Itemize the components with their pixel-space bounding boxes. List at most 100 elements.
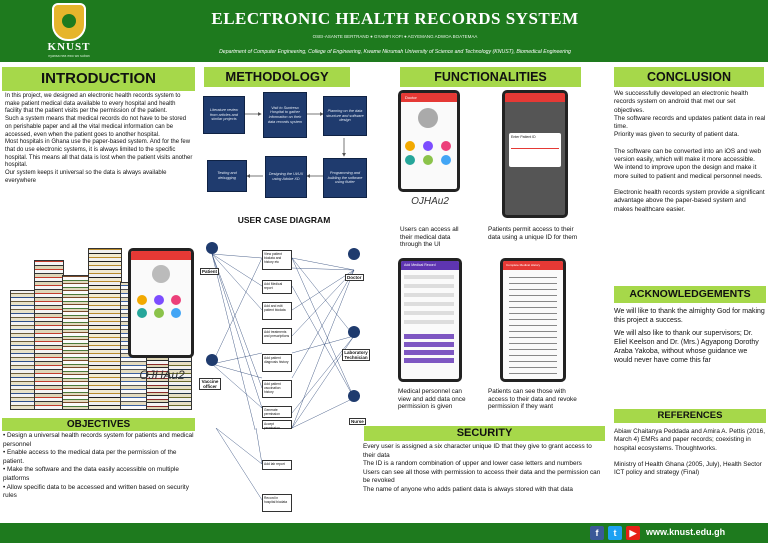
profile-icon[interactable] xyxy=(405,141,415,151)
knust-logo: KNUST nyansa nea ewo wo suban xyxy=(40,3,98,59)
methodology-heading: METHODOLOGY xyxy=(204,67,350,87)
history-icon xyxy=(154,295,164,305)
record-list xyxy=(509,277,557,379)
app-bar: Doctor xyxy=(401,93,457,102)
security-item: Users can see all those with permission … xyxy=(363,468,601,485)
objective-item: • Allow specific data to be accessed and… xyxy=(3,483,189,500)
website-link[interactable]: www.knust.edu.gh xyxy=(646,527,726,537)
record-title: Complete Medical History xyxy=(506,263,541,267)
form-field[interactable] xyxy=(404,311,454,315)
logo-text: KNUST xyxy=(47,41,91,53)
use-case-links-lower xyxy=(215,428,263,501)
avatar xyxy=(152,265,170,283)
phone-mockup-home xyxy=(128,248,194,358)
objective-item: • Make the software and the data easily … xyxy=(3,466,179,482)
form-field[interactable] xyxy=(404,320,454,324)
actor-vaccine-officer: Vaccine officer xyxy=(199,378,221,390)
actor-icon xyxy=(348,248,360,260)
references-heading: REFERENCES xyxy=(614,409,766,423)
flow-arrows xyxy=(245,112,346,178)
form-field[interactable] xyxy=(404,293,454,297)
flow-step: Testing and debugging xyxy=(207,160,247,192)
form-field[interactable] xyxy=(404,275,454,279)
paper-stack xyxy=(88,248,122,410)
form-button[interactable] xyxy=(404,350,454,355)
flow-step: Programming and building the software us… xyxy=(323,158,367,198)
form-button[interactable] xyxy=(404,334,454,339)
actor-nurse: Nurse xyxy=(349,418,366,425)
intro-paragraph: Most hospitals in Ghana use the paper-ba… xyxy=(5,139,193,169)
app-bar: Complete Medical History xyxy=(503,261,563,270)
actor-icon xyxy=(206,242,218,254)
history-icon[interactable] xyxy=(423,141,433,151)
phone-screen: Doctor xyxy=(401,93,457,189)
logo-motto: nyansa nea ewo wo suban xyxy=(48,54,90,58)
patient-id-field[interactable] xyxy=(511,143,559,149)
form-field[interactable] xyxy=(404,302,454,306)
form-button[interactable] xyxy=(404,358,454,363)
poster-title: ELECTRONIC HEALTH RECORDS SYSTEM xyxy=(211,9,579,28)
conclusion-paragraph: The software can be converted into an iO… xyxy=(614,147,762,164)
use-case-box: Add and edit patient biodata xyxy=(262,302,292,320)
treatments-icon xyxy=(154,308,164,318)
conclusion-paragraph: We intend to improve upon the design and… xyxy=(614,164,763,180)
paper-stack xyxy=(10,290,36,410)
phone-mockup-dashboard: Doctor xyxy=(398,90,460,192)
functionality-caption: Patients permit access to their data usi… xyxy=(488,226,578,241)
dialog-title: Enter Patient ID xyxy=(511,135,536,139)
use-case-box: Add Medical report xyxy=(262,280,292,294)
phone-mockup-permission: Enter Patient ID xyxy=(502,90,568,218)
use-case-links xyxy=(211,253,355,430)
objective-item: • Enable access to the medical data per … xyxy=(3,449,177,465)
introduction-heading: INTRODUCTION xyxy=(2,67,195,91)
security-heading: SECURITY xyxy=(364,426,605,441)
conclusion-text: We successfully developed an electronic … xyxy=(614,90,766,214)
security-item: The name of anyone who adds patient data… xyxy=(363,485,573,493)
facebook-icon[interactable]: f xyxy=(590,526,604,540)
use-case-box: Add patient diagnosis history xyxy=(262,354,292,372)
patient-id-display: OJHAu2 xyxy=(139,368,185,382)
twitter-icon[interactable]: t xyxy=(608,526,622,540)
paper-stack xyxy=(62,275,90,410)
vaccination-icon xyxy=(137,308,147,318)
app-bar: Add Medical Record xyxy=(401,261,459,270)
introduction-text: In this project, we designed an electron… xyxy=(5,93,193,185)
use-case-box: Add treatments and prescriptions xyxy=(262,328,292,344)
conclusion-paragraph: The software records and updates patient… xyxy=(614,114,766,131)
form-title: Add Medical Record xyxy=(404,263,436,267)
objectives-list: • Design a universal health records syst… xyxy=(3,432,195,501)
diagnosis-icon[interactable] xyxy=(441,155,451,165)
form-button[interactable] xyxy=(404,342,454,347)
paper-stack xyxy=(34,260,64,410)
youtube-icon[interactable]: ▶ xyxy=(626,526,640,540)
phone-screen: Add Medical Record xyxy=(401,261,459,379)
affiliation-line: Department of Computer Engineering, Coll… xyxy=(219,49,571,55)
intro-paragraph: In this project, we designed an electron… xyxy=(5,93,181,115)
use-case-diagram: Patient Doctor Laboratory Technician Vac… xyxy=(196,228,372,430)
ack-paragraph: We will like to thank the almighty God f… xyxy=(614,308,765,325)
authors-line: OSEI-ASANTE BERTRAND ● GYAMFI KOFI ● AGY… xyxy=(312,34,478,39)
flow-step: Literature review from articles and simi… xyxy=(203,96,245,134)
crest-icon xyxy=(52,3,86,41)
labs-icon xyxy=(171,295,181,305)
use-case-box: View patient biodata and history etc xyxy=(262,250,292,270)
actor-icon xyxy=(348,390,360,402)
conclusion-paragraph: Electronic health records system provide… xyxy=(614,188,765,213)
treatments-icon[interactable] xyxy=(423,155,433,165)
app-bar xyxy=(131,251,191,260)
intro-paragraph: Our system keeps it universal so the dat… xyxy=(5,170,167,184)
flow-step: Planning on the data structure and softw… xyxy=(323,96,367,136)
flow-step: Designing the UI/UX using Adobe XD xyxy=(265,156,307,198)
functionality-caption: Users can access all their medical data … xyxy=(400,226,459,248)
security-list: Every user is assigned a six character u… xyxy=(363,443,605,495)
vaccination-icon[interactable] xyxy=(405,155,415,165)
phone-mockup-records: Complete Medical History xyxy=(500,258,566,382)
profile-icon xyxy=(137,295,147,305)
use-case-heading: USER CASE DIAGRAM xyxy=(237,215,331,225)
labs-icon[interactable] xyxy=(441,141,451,151)
form-field[interactable] xyxy=(404,284,454,288)
phone-mockup-add-record: Add Medical Record xyxy=(398,258,462,382)
use-case-box: Record in hospital biodata xyxy=(262,494,292,512)
header-banner: KNUST nyansa nea ewo wo suban ELECTRONIC… xyxy=(0,0,768,62)
reference-item: Abiaw Chaitanya Peddada and Amira A. Pet… xyxy=(614,428,765,452)
